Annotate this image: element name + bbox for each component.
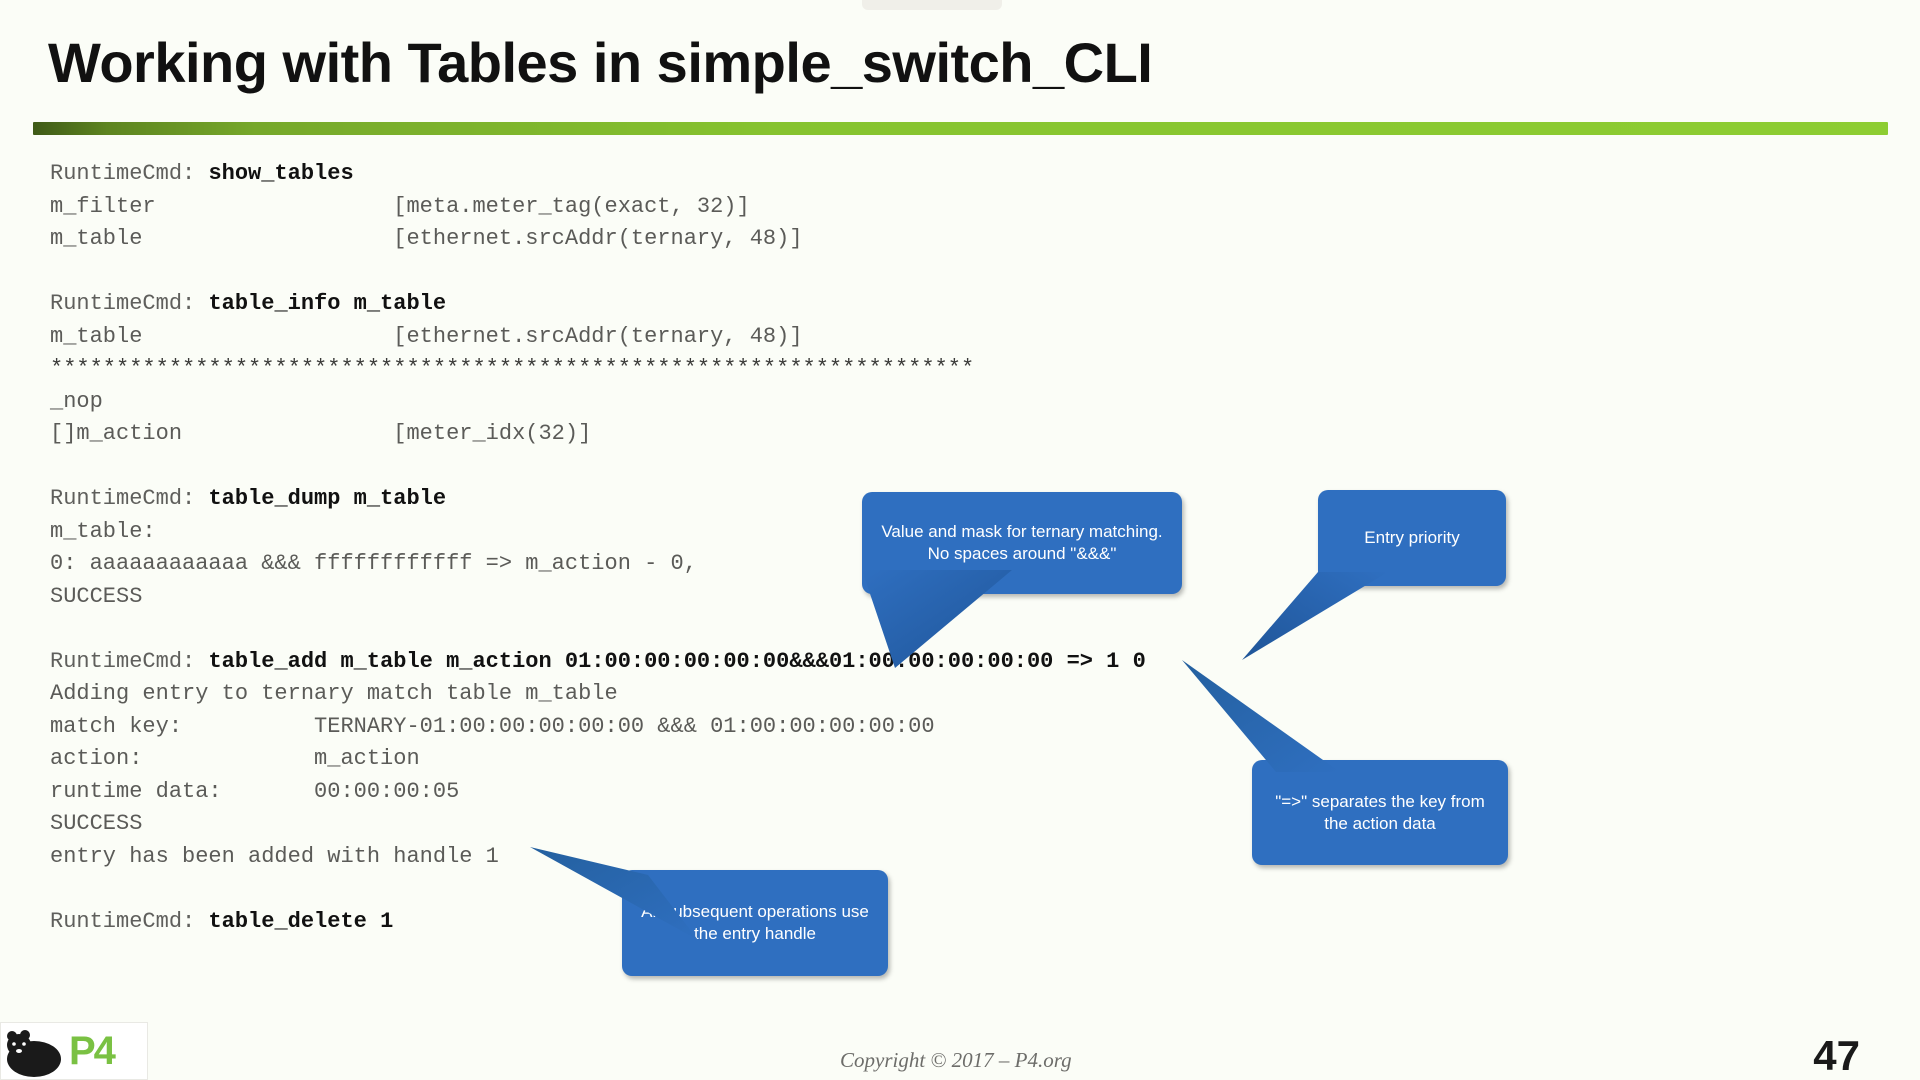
terminal-line [50, 451, 1350, 484]
copyright-text: Copyright © 2017 – P4.org [840, 1048, 1072, 1072]
callout-entry-handle: All subsequent operations use the entry … [622, 870, 888, 976]
terminal-line: m_table: [50, 516, 1350, 549]
terminal-line: Adding entry to ternary match table m_ta… [50, 678, 1350, 711]
terminal-output-text: match key: TERNARY-01:00:00:00:00:00 &&&… [50, 713, 935, 739]
title-underline-rule [33, 122, 1888, 135]
terminal-command: table_dump m_table [208, 486, 447, 511]
terminal-line: RuntimeCmd: table_dump m_table [50, 483, 1350, 516]
terminal-output-text: SUCCESS [50, 811, 143, 836]
terminal-command: table_info m_table [208, 291, 447, 316]
terminal-line: RuntimeCmd: show_tables [50, 158, 1350, 191]
terminal-line: SUCCESS [50, 808, 1350, 841]
terminal-output-text: m_table [ethernet.srcAddr(ternary, 48)] [50, 323, 803, 349]
page-title: Working with Tables in simple_switch_CLI [48, 31, 1153, 94]
terminal-prompt: RuntimeCmd: [50, 908, 209, 934]
terminal-output-text: m_table: [50, 518, 156, 544]
terminal-line: m_filter [meta.meter_tag(exact, 32)] [50, 191, 1350, 224]
terminal-output-text: action: m_action [50, 746, 420, 771]
terminal-output-text: entry has been added with handle 1 [50, 843, 499, 869]
terminal-line: _nop [50, 386, 1350, 419]
callout-entry-handle-tail [530, 847, 698, 940]
callout-entry-handle-text: All subsequent operations use the entry … [641, 902, 869, 943]
terminal-output-text: SUCCESS [50, 583, 143, 609]
terminal-command: table_delete 1 [208, 908, 394, 934]
terminal-line: SUCCESS [50, 581, 1350, 614]
callout-arrow-separator: "=>" separates the key from the action d… [1252, 760, 1508, 865]
callout-arrow-separator-tail [1182, 660, 1340, 772]
callout-ternary-value-mask-tail [862, 570, 1012, 668]
slide-number: 47 [1813, 1032, 1860, 1079]
terminal-output-text: 0: aaaaaaaaaaaa &&& ffffffffffff => m_ac… [50, 551, 697, 576]
terminal-command: table_add m_table m_action 01:00:00:00:0… [208, 648, 1146, 674]
polar-bear-icon [7, 1030, 61, 1077]
terminal-output-text: ****************************************… [50, 356, 975, 381]
terminal-output-text: _nop [50, 388, 103, 414]
callout-entry-priority: Entry priority [1318, 490, 1506, 586]
terminal-line: RuntimeCmd: table_info m_table [50, 288, 1350, 321]
p4-logo: P4 [0, 1022, 148, 1080]
terminal-line: m_table [ethernet.srcAddr(ternary, 48)] [50, 223, 1350, 256]
terminal-output-text: Adding entry to ternary match table m_ta… [50, 681, 618, 706]
terminal-line: 0: aaaaaaaaaaaa &&& ffffffffffff => m_ac… [50, 548, 1350, 581]
terminal-line: m_table [ethernet.srcAddr(ternary, 48)] [50, 321, 1350, 354]
callout-entry-priority-text: Entry priority [1364, 528, 1460, 547]
terminal-output-text: m_table [ethernet.srcAddr(ternary, 48)] [50, 226, 803, 251]
terminal-line: RuntimeCmd: table_add m_table m_action 0… [50, 646, 1350, 679]
p4-logo-text: P4 [69, 1029, 116, 1073]
terminal-line: RuntimeCmd: table_delete 1 [50, 906, 1350, 939]
callout-entry-priority-tail [1242, 572, 1388, 660]
terminal-line: action: m_action [50, 743, 1350, 776]
callout-arrow-separator-text: "=>" separates the key from the action d… [1275, 791, 1485, 833]
callout-ternary-value-mask-text: Value and mask for ternary matching. No … [881, 522, 1163, 563]
terminal-output-text: []m_action [meter_idx(32)] [50, 421, 592, 446]
terminal-output-text: runtime data: 00:00:00:05 [50, 778, 460, 804]
terminal-line: runtime data: 00:00:00:05 [50, 776, 1350, 809]
terminal-prompt: RuntimeCmd: [50, 161, 209, 186]
terminal-prompt: RuntimeCmd: [50, 648, 209, 674]
terminal-prompt: RuntimeCmd: [50, 291, 209, 316]
terminal-output-text: m_filter [meta.meter_tag(exact, 32)] [50, 193, 750, 219]
top-notch-decoration [862, 0, 1002, 10]
terminal-line: match key: TERNARY-01:00:00:00:00:00 &&&… [50, 711, 1350, 744]
terminal-line: ****************************************… [50, 353, 1350, 386]
terminal-command: show_tables [208, 161, 354, 186]
terminal-line [50, 613, 1350, 646]
terminal-line: []m_action [meter_idx(32)] [50, 418, 1350, 451]
terminal-line: entry has been added with handle 1 [50, 841, 1350, 874]
terminal-prompt: RuntimeCmd: [50, 486, 209, 511]
terminal-line [50, 256, 1350, 289]
